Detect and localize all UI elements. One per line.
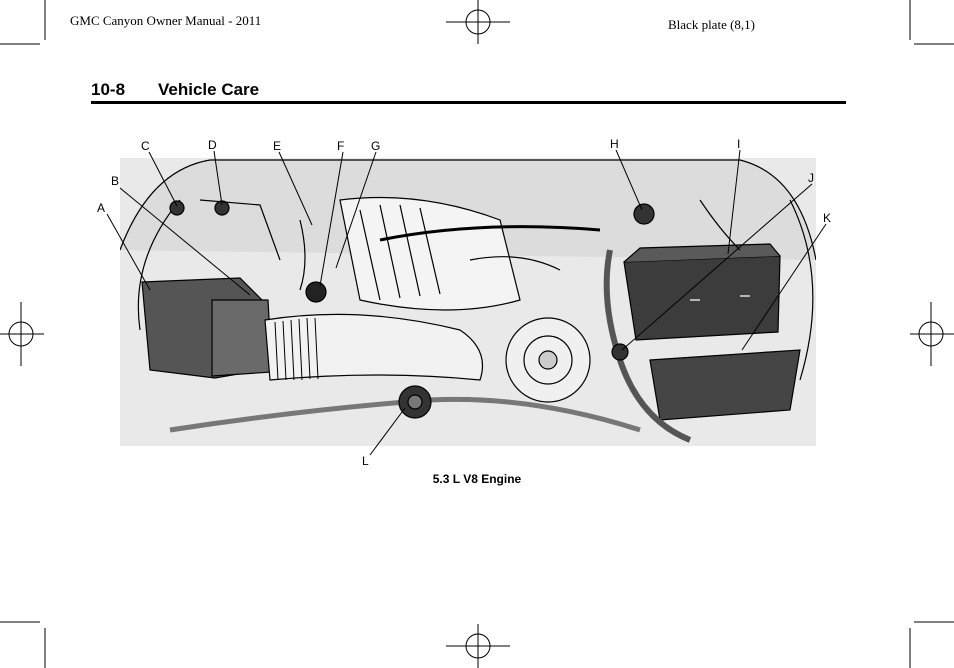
header-rule	[91, 101, 846, 104]
callout-b: B	[111, 174, 120, 188]
callout-a: A	[97, 201, 106, 215]
section-title: Vehicle Care	[158, 80, 260, 99]
callout-j: J	[808, 171, 814, 185]
callout-i: I	[737, 137, 741, 151]
callout-d: D	[208, 138, 217, 152]
callout-k: K	[823, 211, 832, 225]
plate-label: Black plate (8,1)	[668, 17, 755, 32]
callout-e: E	[273, 139, 282, 153]
manual-title: GMC Canyon Owner Manual - 2011	[70, 13, 262, 28]
section-number: 10-8	[91, 80, 126, 99]
callout-f: F	[337, 139, 345, 153]
callout-c: C	[141, 139, 150, 153]
callout-h: H	[610, 137, 619, 151]
callout-l: L	[362, 454, 369, 468]
figure-caption: 5.3 L V8 Engine	[432, 472, 522, 486]
callout-g: G	[371, 139, 381, 153]
